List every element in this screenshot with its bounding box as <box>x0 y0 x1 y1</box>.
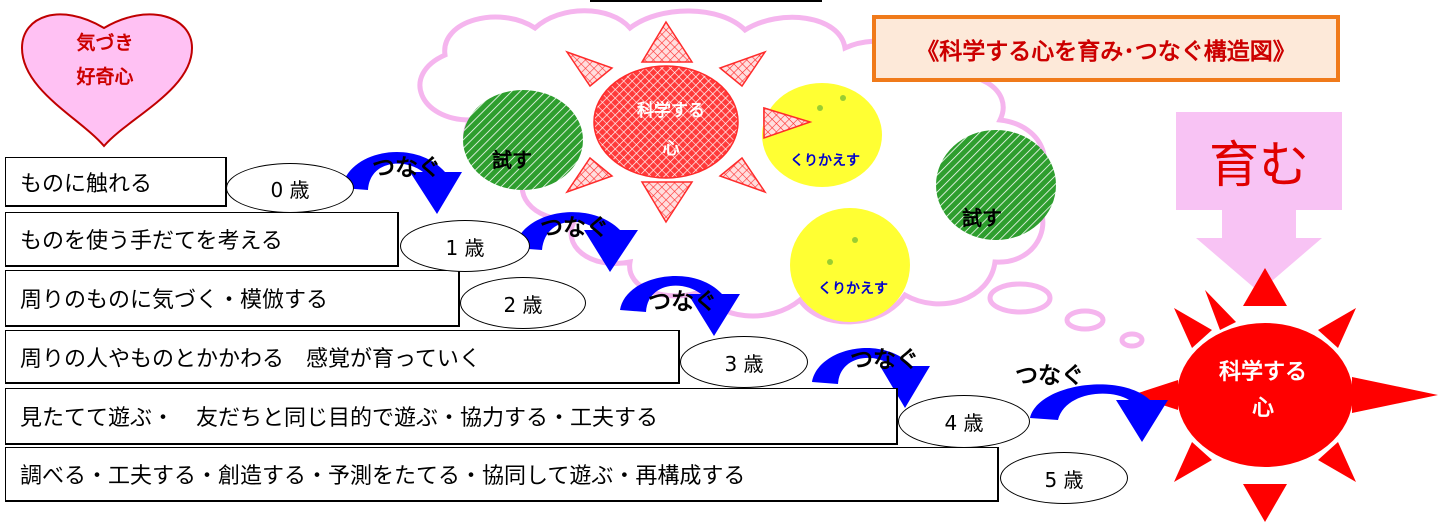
heart-shape <box>20 13 194 148</box>
big-sun-core <box>1177 323 1353 467</box>
small-sun-ray-over-yellow <box>763 106 813 140</box>
tsunagu-label-1: つなぐ <box>372 155 441 181</box>
age-oval-3: 3 歳 <box>680 336 808 388</box>
small-sun-label-line1: 科学する <box>637 101 705 121</box>
yellow-oval-1 <box>762 83 882 187</box>
age-oval-2: 2 歳 <box>460 277 586 329</box>
age-oval-0: 0 歳 <box>226 163 354 213</box>
big-sun-label-line1: 科学する <box>1218 360 1307 385</box>
step-box-4: 見たてて遊ぶ・ 友だちと同じ目的で遊ぶ・協力する・工夫する <box>5 388 898 445</box>
age-oval-1: 1 歳 <box>400 220 530 272</box>
diagram-title: 《科学する心を育み･つなぐ構造図》 <box>872 15 1340 82</box>
step-box-2: 周りのものに気づく・模倣する <box>5 270 460 327</box>
small-sun-label: 科学する 心 <box>596 92 746 168</box>
kurikaesu-label-2: くりかえす <box>818 281 888 297</box>
tsunagu-label-3: つなぐ <box>648 289 717 315</box>
small-sun-core <box>593 65 739 179</box>
tamesu-label-2: 試す <box>962 206 1002 230</box>
step-box-1: ものを使う手だてを考える <box>5 212 399 267</box>
step-box-3: 周りの人やものとかかわる 感覚が育っていく <box>5 330 680 384</box>
ikumu-down-arrow <box>1196 210 1322 292</box>
heart-label-line1: 気づき <box>76 32 134 54</box>
ikumu-box: 育む <box>1176 112 1342 210</box>
heart-label: 気づき 好奇心 <box>50 26 160 94</box>
big-sun-label-line2: 心 <box>1251 396 1274 421</box>
step-box-0: ものに触れる <box>5 157 227 207</box>
kurikaesu-label-1: くりかえす <box>790 153 860 169</box>
green-oval-1 <box>463 90 583 190</box>
tsunagu-label-2: つなぐ <box>540 215 609 241</box>
top-underline <box>590 0 822 2</box>
age-oval-5: 5 歳 <box>1000 452 1128 504</box>
tamesu-label-1: 試す <box>492 148 532 172</box>
age-oval-4: 4 歳 <box>898 395 1030 448</box>
big-sun-label: 科学する 心 <box>1188 355 1338 427</box>
step-box-5: 調べる・工夫する・創造する・予測をたてる・協同して遊ぶ・再構成する <box>5 447 999 502</box>
tsunagu-label-5: つなぐ <box>1015 363 1084 389</box>
green-oval-2 <box>936 130 1056 240</box>
yellow-oval-2 <box>790 208 910 322</box>
small-sun-label-line2: 心 <box>662 139 680 159</box>
tsunagu-arrows <box>342 151 1168 442</box>
big-sun <box>1132 268 1438 522</box>
tsunagu-label-4: つなぐ <box>850 347 919 373</box>
heart-label-line2: 好奇心 <box>76 66 134 88</box>
